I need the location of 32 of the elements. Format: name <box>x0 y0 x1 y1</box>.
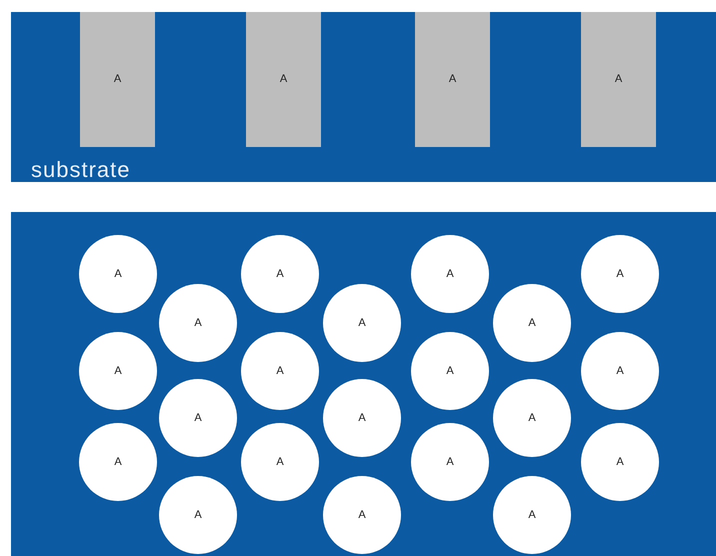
material-label: A <box>446 454 454 470</box>
pillar-rect <box>80 12 155 147</box>
material-label: A <box>448 72 456 88</box>
material-label: A <box>358 508 366 523</box>
material-label: A <box>616 364 624 379</box>
material-label: A <box>194 316 202 331</box>
material-label: A <box>114 364 122 379</box>
pillar-rect <box>415 12 490 147</box>
material-label: A <box>528 316 536 331</box>
material-label: A <box>114 454 122 470</box>
material-label: A <box>528 410 536 426</box>
material-label: A <box>280 72 288 88</box>
material-label: A <box>114 266 122 282</box>
substrate-panel <box>11 212 716 556</box>
material-label: A <box>194 410 202 426</box>
substrate-label: substrate <box>31 159 130 181</box>
substrate-panel <box>11 12 716 182</box>
material-label: A <box>446 364 454 379</box>
material-label: A <box>616 266 624 282</box>
material-label: A <box>276 266 284 282</box>
material-label: A <box>614 72 622 88</box>
material-label: A <box>276 364 284 379</box>
material-label: A <box>358 316 366 331</box>
material-label: A <box>446 266 454 282</box>
material-label: A <box>358 410 366 426</box>
material-label: A <box>114 72 122 88</box>
material-label: A <box>616 454 624 470</box>
pillar-rect <box>581 12 656 147</box>
pillar-rect <box>246 12 321 147</box>
material-label: A <box>528 508 536 523</box>
material-label: A <box>276 454 284 470</box>
material-label: A <box>194 508 202 523</box>
